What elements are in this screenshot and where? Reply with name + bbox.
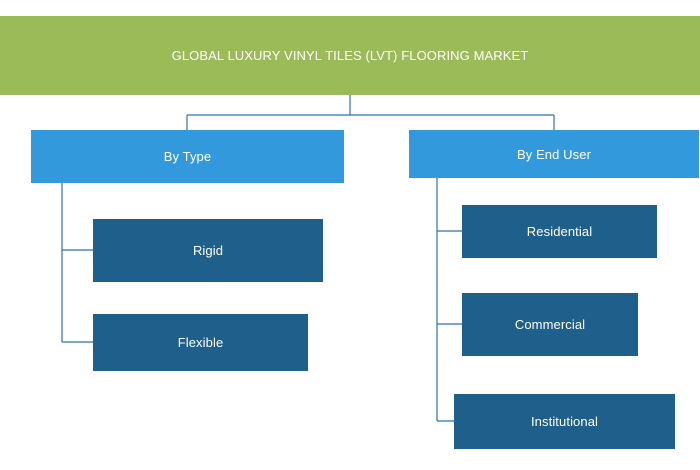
category-label-by-type: By Type (163, 149, 212, 164)
leaf-node-commercial: Commercial (462, 293, 638, 356)
leaf-label-flexible: Flexible (177, 335, 224, 350)
leaf-label-rigid: Rigid (192, 243, 224, 258)
root-node-label: GLOBAL LUXURY VINYL TILES (LVT) FLOORING… (171, 48, 529, 63)
leaf-node-institutional: Institutional (454, 394, 675, 449)
leaf-label-institutional: Institutional (530, 414, 599, 429)
category-node-by-type: By Type (31, 130, 344, 183)
category-node-by-end-user: By End User (409, 130, 699, 178)
leaf-label-residential: Residential (526, 224, 593, 239)
leaf-node-flexible: Flexible (93, 314, 308, 371)
leaf-label-commercial: Commercial (514, 317, 586, 332)
root-node: GLOBAL LUXURY VINYL TILES (LVT) FLOORING… (0, 16, 700, 95)
leaf-node-rigid: Rigid (93, 219, 323, 282)
category-label-by-end-user: By End User (516, 146, 592, 162)
leaf-node-residential: Residential (462, 205, 657, 258)
